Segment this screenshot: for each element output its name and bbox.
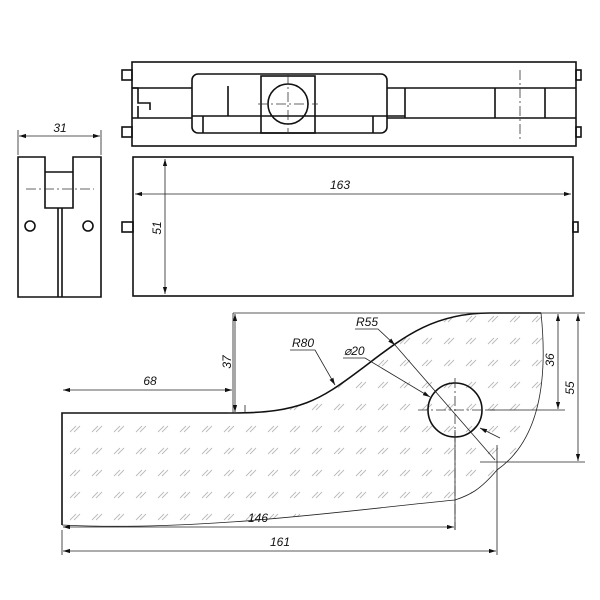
dim-length-label: 163 [330,178,350,192]
pin [575,69,582,81]
pin [121,126,133,138]
dim-total-height: 55 [563,381,577,395]
dim-step-height: 37 [220,354,234,369]
top-view [121,61,582,147]
hatched-section [62,313,544,527]
dim-total-length: 161 [270,535,290,549]
profile-view: 68 37 R80 R55 ⌀20 36 55 146 161 [61,312,585,555]
front-view: 163 51 [121,156,579,297]
dim-height-label: 51 [150,221,164,234]
dim-hole-diameter: ⌀20 [344,344,365,358]
pin [575,126,582,138]
dim-r55: R55 [356,315,378,329]
side-view: 31 [17,121,102,298]
dim-r80: R80 [292,336,314,350]
dim-width-label: 31 [53,121,66,135]
pin [121,69,133,81]
dim-step-length: 68 [143,374,157,388]
dim-hole-height: 36 [543,353,557,367]
dim-inner-length: 146 [248,511,268,525]
